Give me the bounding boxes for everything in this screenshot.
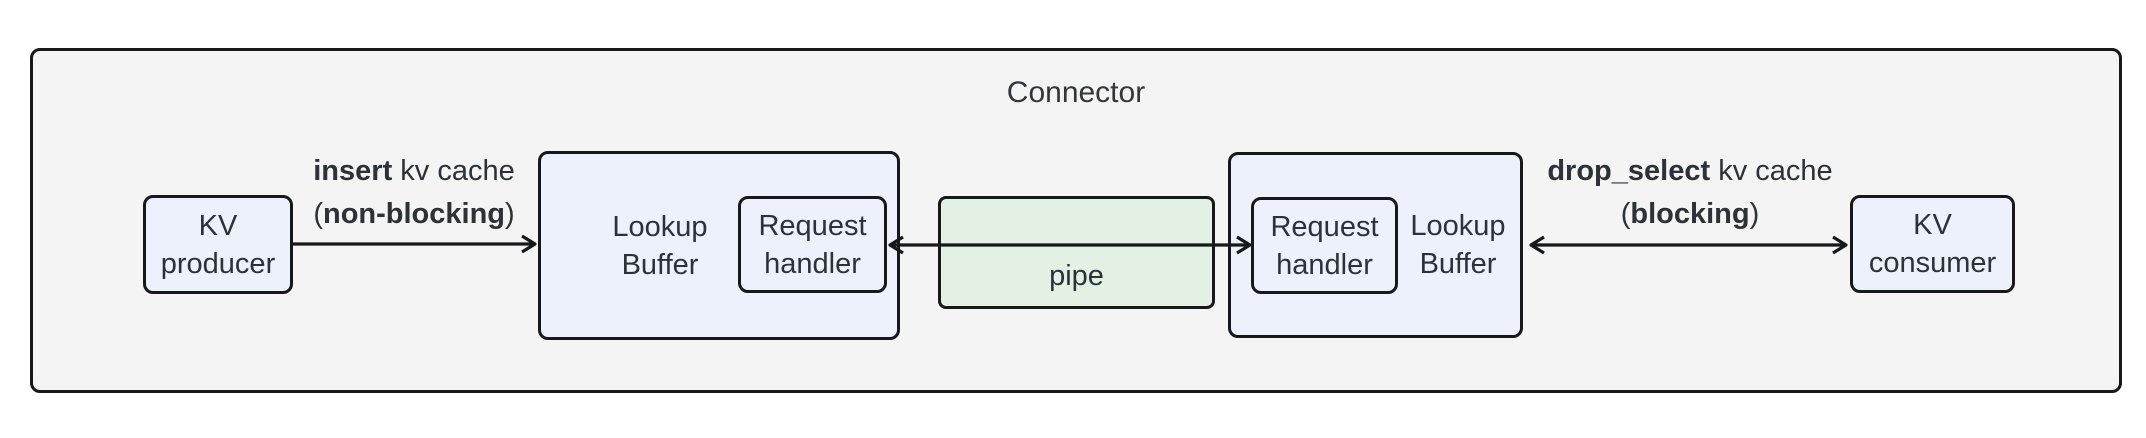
drop-select-label-line1: drop_select kv cache	[1547, 155, 1833, 187]
drop-select-label-line2: (blocking)	[1620, 198, 1760, 230]
request-handler-right-node: Request handler	[1251, 197, 1398, 294]
lookup-buffer-left-label: Lookup Buffer	[612, 210, 708, 281]
pipe-node	[938, 196, 1215, 309]
connector-title: Connector	[1006, 76, 1146, 109]
insert-label-line1: insert kv cache	[313, 155, 515, 187]
lookup-buffer-right-label: Lookup Buffer	[1410, 210, 1506, 280]
request-handler-left-node: Request handler	[738, 196, 887, 293]
kv-producer-label-line1: KV	[198, 209, 238, 242]
insert-arrow-label: insert kv cache (non-blocking)	[285, 150, 543, 236]
drop-select-arrow-label: drop_select kv cache (blocking)	[1528, 150, 1852, 236]
kv-producer-label-line2: producer	[160, 247, 276, 280]
kv-consumer-node: KV consumer	[1850, 195, 2015, 293]
kv-producer-node: KV producer	[143, 195, 293, 294]
insert-label-line2: (non-blocking)	[313, 198, 515, 230]
pipe-label: pipe	[1049, 259, 1104, 292]
